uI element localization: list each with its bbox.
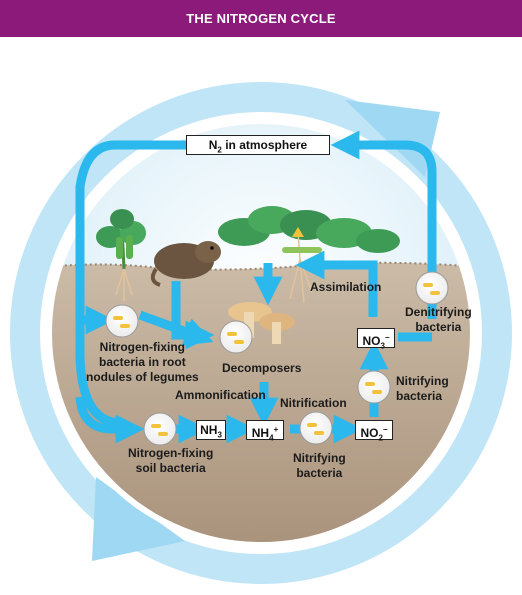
arrow-atmosphere-down-left [75,140,195,428]
nh3-subscript: 3 [217,430,222,440]
label-decomposers: Decomposers [222,361,302,375]
mushrooms [228,302,295,344]
rodent [150,241,221,287]
no2-superscript: − [382,425,388,434]
n2-subscript: 2 [217,145,222,155]
arrow-denitrify-to-atmosphere [330,130,437,319]
n2-suffix: in atmosphere [221,138,308,152]
nh3-box: NH3 [196,420,226,440]
label-legume-bacteria: Nitrogen-fixing bacteria in root nodules… [86,340,199,385]
bubble-decomposer-bacteria [219,320,253,354]
n2-prefix: N [208,138,218,152]
diagram-title: THE NITROGEN CYCLE [0,0,522,37]
label-legume-line2: bacteria in root [99,355,186,369]
ring-arrow-bottom-left [92,477,185,561]
nh4-box: NH4+ [246,420,284,443]
no2-base: NO [360,426,379,440]
legume-plant-left [96,209,146,301]
label-legume-line1: Nitrogen-fixing [99,340,185,354]
cycle-illustration: N2 in atmosphere NH3 NH4+ NO2− NO3− Assi… [0,37,522,590]
label-denitrifying-line1: Denitrifying [405,305,472,319]
bubble-nitrifying-bacteria-upper [357,370,391,404]
leafy-plant-center [218,206,400,304]
arrow-to-soil-bacteria [75,396,145,444]
label-nitrifying-upper-line2: bacteria [396,389,443,403]
nh4-subscript: 4 [269,433,274,443]
no2-subscript: 2 [378,433,383,443]
label-nitrification: Nitrification [280,396,347,410]
bubble-soil-bacteria [143,412,177,446]
label-nitrifying-upper-line1: Nitrifying [396,374,449,388]
label-ammonification: Ammonification [175,388,266,402]
label-soil-bacteria: Nitrogen-fixing soil bacteria [128,446,213,476]
nh4-superscript: + [273,425,279,434]
bacteria-bubbles [105,271,449,446]
no2-box: NO2− [355,420,393,443]
label-nitrifying-lower-line1: Nitrifying [293,451,346,465]
bubble-legume-bacteria [105,304,139,338]
nh4-base: NH [251,426,270,440]
label-assimilation: Assimilation [310,280,382,294]
no3-box: NO3− [357,328,395,351]
arrow-assimilation [295,250,378,317]
ring-arrow-top-right [345,100,440,177]
label-legume-line3: nodules of legumes [86,370,199,384]
no3-base: NO [362,334,381,348]
no3-superscript: − [384,333,390,342]
label-soil-bacteria-line1: Nitrogen-fixing [128,446,214,460]
bubble-nitrifying-bacteria-lower [299,411,333,445]
label-nitrifying-lower-line2: bacteria [296,466,343,480]
label-denitrifying-bacteria: Denitrifying bacteria [405,305,472,335]
bubble-denitrifying-bacteria [415,271,449,305]
no3-subscript: 3 [380,341,385,351]
outer-cycle-ring [10,82,512,584]
label-nitrifying-upper: Nitrifying bacteria [396,374,449,404]
label-soil-bacteria-line2: soil bacteria [135,461,206,475]
label-denitrifying-line2: bacteria [415,320,462,334]
arrow-legume-to-decomposers [138,310,214,346]
n2-atmosphere-box: N2 in atmosphere [186,135,330,155]
nh3-base: NH [200,423,218,437]
label-nitrifying-lower: Nitrifying bacteria [293,451,346,481]
